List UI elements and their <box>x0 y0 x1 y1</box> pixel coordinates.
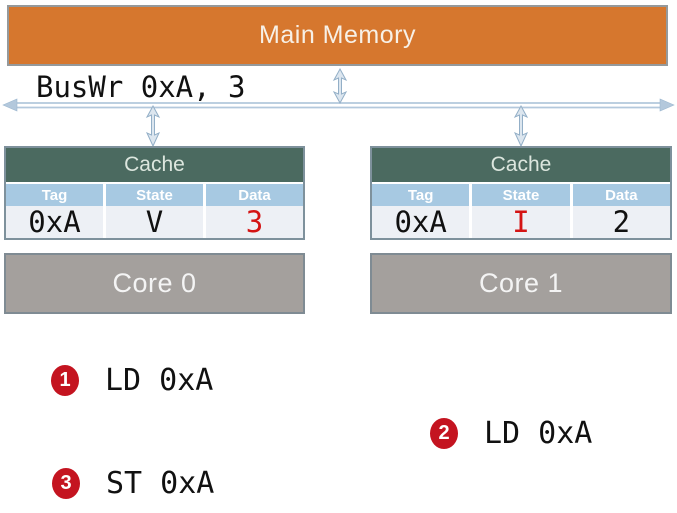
cache1-data-value: 2 <box>572 206 670 238</box>
step-3-label: ST 0xA <box>106 466 215 501</box>
cache1-column-state: State <box>472 184 570 206</box>
cache1-column-headers: Tag State Data <box>372 184 670 206</box>
step-1: 1 LD 0xA <box>51 363 213 398</box>
cache1-state-value: I <box>472 206 570 238</box>
core1-label: Core 1 <box>478 268 564 298</box>
cache0-column-data: Data <box>206 184 303 206</box>
cache1-bus-arrow-icon <box>513 104 529 148</box>
cache1-title: Cache <box>372 148 670 184</box>
cache0-title: Cache <box>6 148 303 184</box>
bus-line-icon <box>2 98 675 112</box>
cache0-column-headers: Tag State Data <box>6 184 303 206</box>
step-3-badge: 3 <box>52 468 80 499</box>
step-2: 2 LD 0xA <box>430 416 592 451</box>
memory-bus-arrow-icon <box>332 67 348 105</box>
step-1-badge: 1 <box>51 365 79 396</box>
step-2-badge: 2 <box>430 418 458 449</box>
cache0-tag-value: 0xA <box>6 206 103 238</box>
bus-transaction-label: BusWr 0xA, 3 <box>36 70 246 104</box>
cache0-column-tag: Tag <box>6 184 103 206</box>
cache1-box: Cache Tag State Data 0xA I 2 <box>370 146 672 240</box>
core0-box: Core 0 <box>4 253 305 314</box>
core1-box: Core 1 <box>370 253 672 314</box>
cache0-data-value: 3 <box>206 206 303 238</box>
cache0-column-state: State <box>106 184 203 206</box>
cache0-state-value: V <box>106 206 203 238</box>
core0-label: Core 0 <box>112 268 197 298</box>
cache0-box: Cache Tag State Data 0xA V 3 <box>4 146 305 240</box>
cache1-row: 0xA I 2 <box>372 206 670 238</box>
cache0-row: 0xA V 3 <box>6 206 303 238</box>
cache0-bus-arrow-icon <box>145 104 161 148</box>
main-memory-label: Main Memory <box>259 21 416 49</box>
step-1-label: LD 0xA <box>105 363 214 398</box>
main-memory-box: Main Memory <box>7 5 668 66</box>
step-3: 3 ST 0xA <box>52 466 214 501</box>
cache1-column-data: Data <box>572 184 670 206</box>
cache1-tag-value: 0xA <box>372 206 470 238</box>
step-2-label: LD 0xA <box>484 416 593 451</box>
cache1-column-tag: Tag <box>372 184 470 206</box>
